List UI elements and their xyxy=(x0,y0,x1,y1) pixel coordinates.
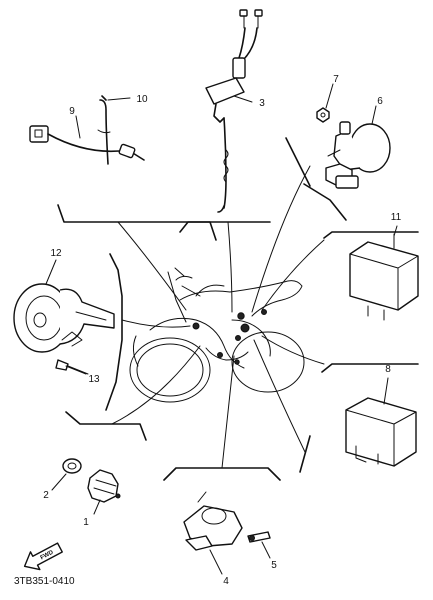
relay-assembly-6-7 xyxy=(316,107,391,189)
part-label-3: 3 xyxy=(259,98,265,109)
leader-lines xyxy=(111,165,325,469)
part-label-9: 9 xyxy=(69,106,75,117)
part-number-leaders xyxy=(45,83,398,575)
horn-12 xyxy=(13,283,115,375)
switch-4-bolt-5 xyxy=(183,491,271,551)
group-brackets xyxy=(57,137,419,481)
part-label-2: 2 xyxy=(43,490,49,501)
relay-11 xyxy=(349,233,419,321)
part-label-7: 7 xyxy=(333,74,339,85)
part-label-8: 8 xyxy=(385,364,391,375)
part-labels: 1 2 3 4 5 6 7 8 9 10 11 12 13 xyxy=(43,74,401,587)
part-label-1: 1 xyxy=(83,517,89,528)
motorcycle-silhouette xyxy=(129,267,305,403)
forward-direction-arrow: FWD xyxy=(23,542,63,571)
part-label-13: 13 xyxy=(88,374,100,385)
part-label-4: 4 xyxy=(223,576,229,587)
part-label-12: 12 xyxy=(50,248,62,259)
part-label-11: 11 xyxy=(391,212,402,223)
switch-1-washer-2 xyxy=(62,458,121,503)
part-label-6: 6 xyxy=(377,96,383,107)
switch-assembly-3 xyxy=(205,9,263,213)
wire-harness-9-10 xyxy=(29,95,145,165)
drawing-code: 3TB351-0410 xyxy=(14,576,75,587)
part-label-10: 10 xyxy=(136,94,148,105)
part-label-5: 5 xyxy=(271,560,277,571)
relay-8 xyxy=(345,397,417,467)
